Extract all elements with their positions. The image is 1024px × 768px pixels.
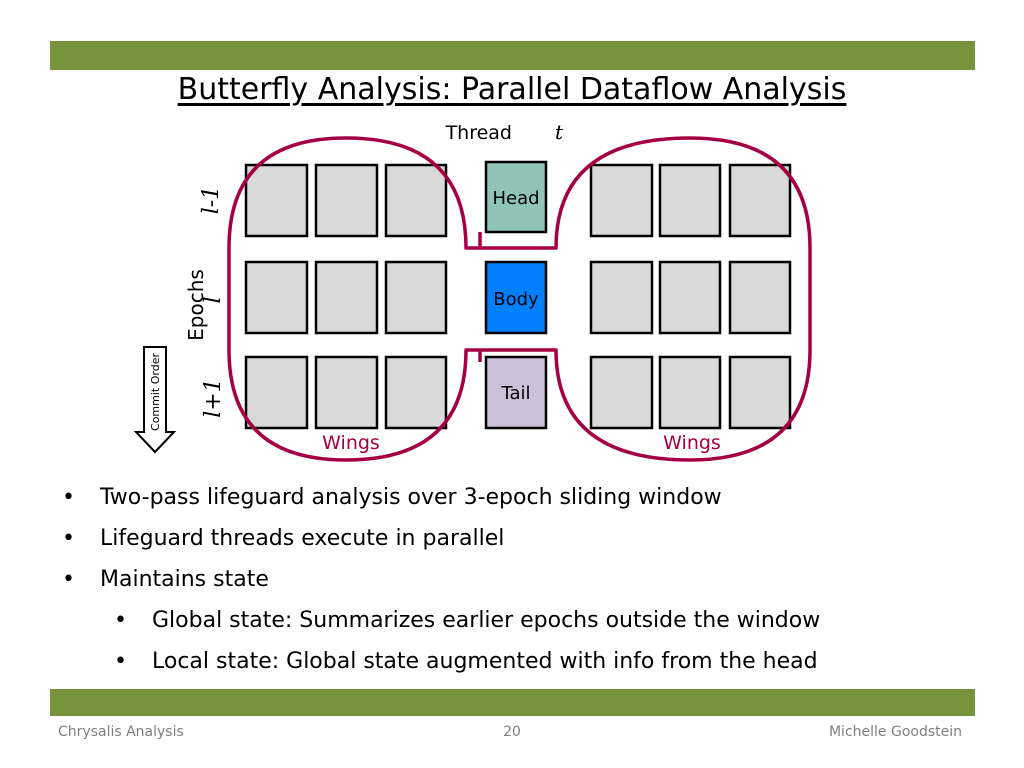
wing-cell [658,355,722,430]
wing-cell [244,163,309,238]
wing-cell [384,163,448,238]
footer-left-text: Chrysalis Analysis [58,724,184,740]
wing-cell [728,355,792,430]
wing-cell [244,355,309,430]
epoch-label-l-minus-1: l-1 [199,186,224,214]
left-wing-outline [227,136,480,462]
wing-cell [658,163,722,238]
head-label: Head [492,188,539,209]
body-label: Body [493,289,539,310]
head-cell [484,160,548,234]
epoch-label-l-plus-1: l+1 [201,378,226,417]
bottom-banner [50,689,975,716]
bullet-item: Two-pass lifeguard analysis over 3-epoch… [62,477,982,518]
tail-label: Tail [500,383,530,404]
body-cell [484,260,548,335]
wing-cell [244,260,309,335]
wing-cell [314,260,379,335]
top-banner [50,41,975,70]
wing-cell [314,163,379,238]
sub-bullet-item: Local state: Global state augmented with… [114,641,982,682]
bullet-item: Maintains state [62,559,982,600]
wing-cell [589,163,654,238]
wing-cell [314,355,379,430]
wing-cell [384,260,448,335]
tail-cell [484,355,548,430]
wing-cell [589,355,654,430]
wings-label-left: Wings [322,432,380,454]
right-wing-outline [480,136,812,462]
epoch-label-l: l [201,296,226,303]
footer-author: Michelle Goodstein [828,724,962,740]
wings-label-right: Wings [663,432,721,454]
wing-cell [658,260,722,335]
slide-number: 20 [503,724,521,740]
thread-label: Thread [445,122,512,144]
thread-variable: t [555,120,564,144]
sub-bullet-item: Global state: Summarizes earlier epochs … [114,600,982,641]
wing-cell [589,260,654,335]
wing-cell [728,260,792,335]
wing-cell [384,355,448,430]
epochs-label: Epochs [184,269,208,341]
slide-title: Butterfly Analysis: Parallel Dataflow An… [177,72,847,107]
bullet-item: Lifeguard threads execute in parallel [62,518,982,559]
wing-cell [728,163,792,238]
commit-order-arrow [133,346,177,454]
commit-order-label: Commit Order [149,353,162,431]
bullet-list: Two-pass lifeguard analysis over 3-epoch… [62,477,982,682]
